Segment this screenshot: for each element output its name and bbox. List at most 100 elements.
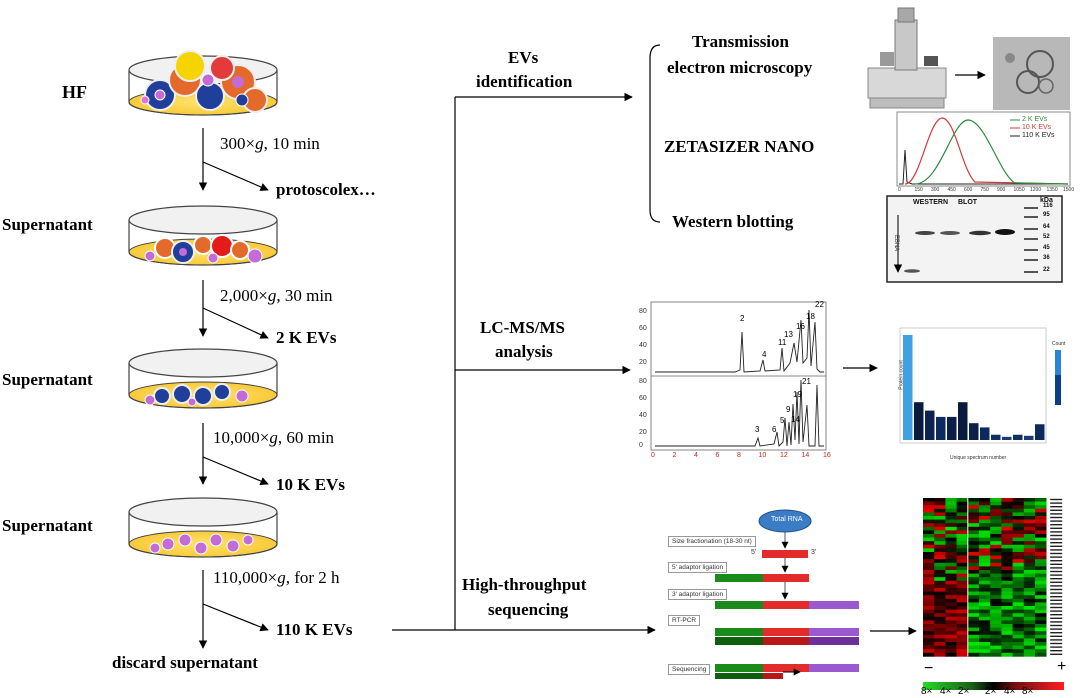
heatmap-cell: [945, 519, 957, 524]
heatmap-cell: [1035, 530, 1047, 535]
chrom-x-tick: 16: [823, 452, 831, 459]
heatmap-cell: [979, 584, 991, 589]
heatmap-cell: [956, 616, 969, 621]
heatmap-cell: [1035, 570, 1047, 574]
heatmap-cell: [1035, 559, 1047, 564]
heatmap-cell: [1001, 566, 1013, 571]
chrom-peak-label-top: 11: [778, 338, 787, 347]
heatmap-cell: [923, 609, 935, 614]
heatmap-cell: [945, 508, 957, 513]
heatmap-cell: [945, 595, 957, 600]
heatmap-cell: [923, 602, 935, 607]
heatmap-cell: [1023, 595, 1036, 600]
heatmap-cell: [956, 552, 969, 556]
heatmap-cell: [979, 548, 991, 553]
petri-dish-supernatant-3: [128, 497, 278, 558]
heatmap-cell: [945, 620, 957, 625]
chrom-y-tick-top: 40: [639, 342, 647, 349]
lcms-title-1: LC-MS/MS: [480, 318, 565, 337]
heatmap-cell: [967, 566, 980, 571]
heatmap-cell: [923, 588, 935, 592]
bar: [1002, 436, 1012, 440]
heatmap-cell: [979, 534, 991, 538]
heatmap-cell: [967, 501, 980, 506]
heatmap-cell: [1035, 505, 1047, 510]
heatmap-row-label-mark: [1050, 606, 1063, 609]
heatmap-cell: [934, 645, 946, 650]
heatmap-cell: [1023, 616, 1036, 621]
heatmap-scale-label: 8×: [921, 686, 933, 697]
heatmap-row-label-mark: [1050, 617, 1063, 619]
heatmap-cell: [1023, 606, 1036, 610]
heatmap-cell: [923, 498, 935, 502]
heatmap-cell: [956, 588, 969, 592]
heatmap-cell: [1001, 537, 1013, 542]
heatmap-cell: [923, 508, 935, 513]
heatmap-cell: [934, 613, 946, 618]
heatmap-cell: [990, 544, 1002, 549]
chrom-y-tick-bottom: 60: [639, 395, 647, 402]
heatmap-cell: [923, 541, 935, 546]
heatmap-row-label-mark: [1050, 621, 1063, 623]
heatmap-cell: [979, 652, 991, 657]
heatmap-cell: [1012, 602, 1025, 607]
heatmap-cell: [990, 523, 1002, 528]
heatmap-cell: [990, 616, 1002, 621]
heatmap-cell: [945, 505, 957, 510]
heatmap-cell: [1023, 620, 1036, 625]
heatmap-cell: [967, 548, 980, 553]
heatmap-cell: [1012, 631, 1025, 636]
heatmap-cell: [934, 508, 946, 513]
heatmap-cell: [1023, 537, 1036, 542]
wb-side-label: EBNA: [893, 234, 900, 252]
centrifuge-step-1: 300×g, 10 min: [220, 134, 320, 153]
heatmap-cell: [1012, 548, 1025, 553]
heatmap-cell: [967, 631, 980, 636]
heatmap-cell: [1035, 624, 1047, 628]
heatmap-cell: [923, 512, 935, 517]
rna-step-rt-pcr: RT-PCR: [668, 615, 701, 626]
heatmap-cell: [1012, 526, 1025, 531]
heatmap-row-label-mark: [1050, 542, 1063, 544]
heatmap-cell: [979, 598, 991, 603]
heatmap-cell: [990, 516, 1002, 520]
heatmap-row-label-mark: [1050, 570, 1063, 573]
heatmap-cell: [1012, 591, 1025, 596]
heatmap-cell: [979, 505, 991, 510]
heatmap-cell: [1001, 562, 1013, 567]
heatmap-cell: [967, 577, 980, 582]
heatmap-cell: [956, 498, 969, 502]
heatmap-cell: [1012, 577, 1025, 582]
heatmap-cell: [1012, 566, 1025, 571]
tem-label-2: electron microscopy: [667, 58, 813, 77]
zetasizer-plot: [896, 111, 1071, 187]
heatmap-cell: [967, 570, 980, 574]
heatmap-cell: [1012, 595, 1025, 600]
heatmap-cell: [1012, 508, 1025, 513]
heatmap-cell: [1012, 624, 1025, 628]
heatmap-cell: [934, 570, 946, 574]
heatmap-cell: [1001, 652, 1013, 657]
zeta-x-tick: 300: [931, 187, 940, 193]
heatmap-cell: [1012, 620, 1025, 625]
heatmap-cell: [967, 508, 980, 513]
heatmap-cell: [923, 595, 935, 600]
heatmap-cell: [990, 598, 1002, 603]
heatmap-row-label-mark: [1050, 599, 1063, 601]
chrom-peak-label-bottom: 3: [755, 425, 760, 434]
heatmap-cell: [1001, 544, 1013, 549]
heatmap-cell: [1035, 642, 1047, 646]
heatmap-cell: [934, 588, 946, 592]
heatmap-cell: [979, 649, 991, 654]
bar: [936, 416, 946, 440]
heatmap-cell: [1012, 652, 1025, 657]
heatmap-cell: [1012, 570, 1025, 574]
heatmap-cell: [1012, 606, 1025, 610]
total-rna-label: Total RNA: [771, 516, 803, 523]
heatmap-cell: [979, 501, 991, 506]
heatmap-scale-label: 4×: [940, 686, 952, 697]
ev-identification-title-1: EVs: [508, 48, 539, 67]
heatmap-cell: [923, 526, 935, 531]
heatmap-cell: [1035, 541, 1047, 546]
heatmap-cell: [1012, 638, 1025, 643]
